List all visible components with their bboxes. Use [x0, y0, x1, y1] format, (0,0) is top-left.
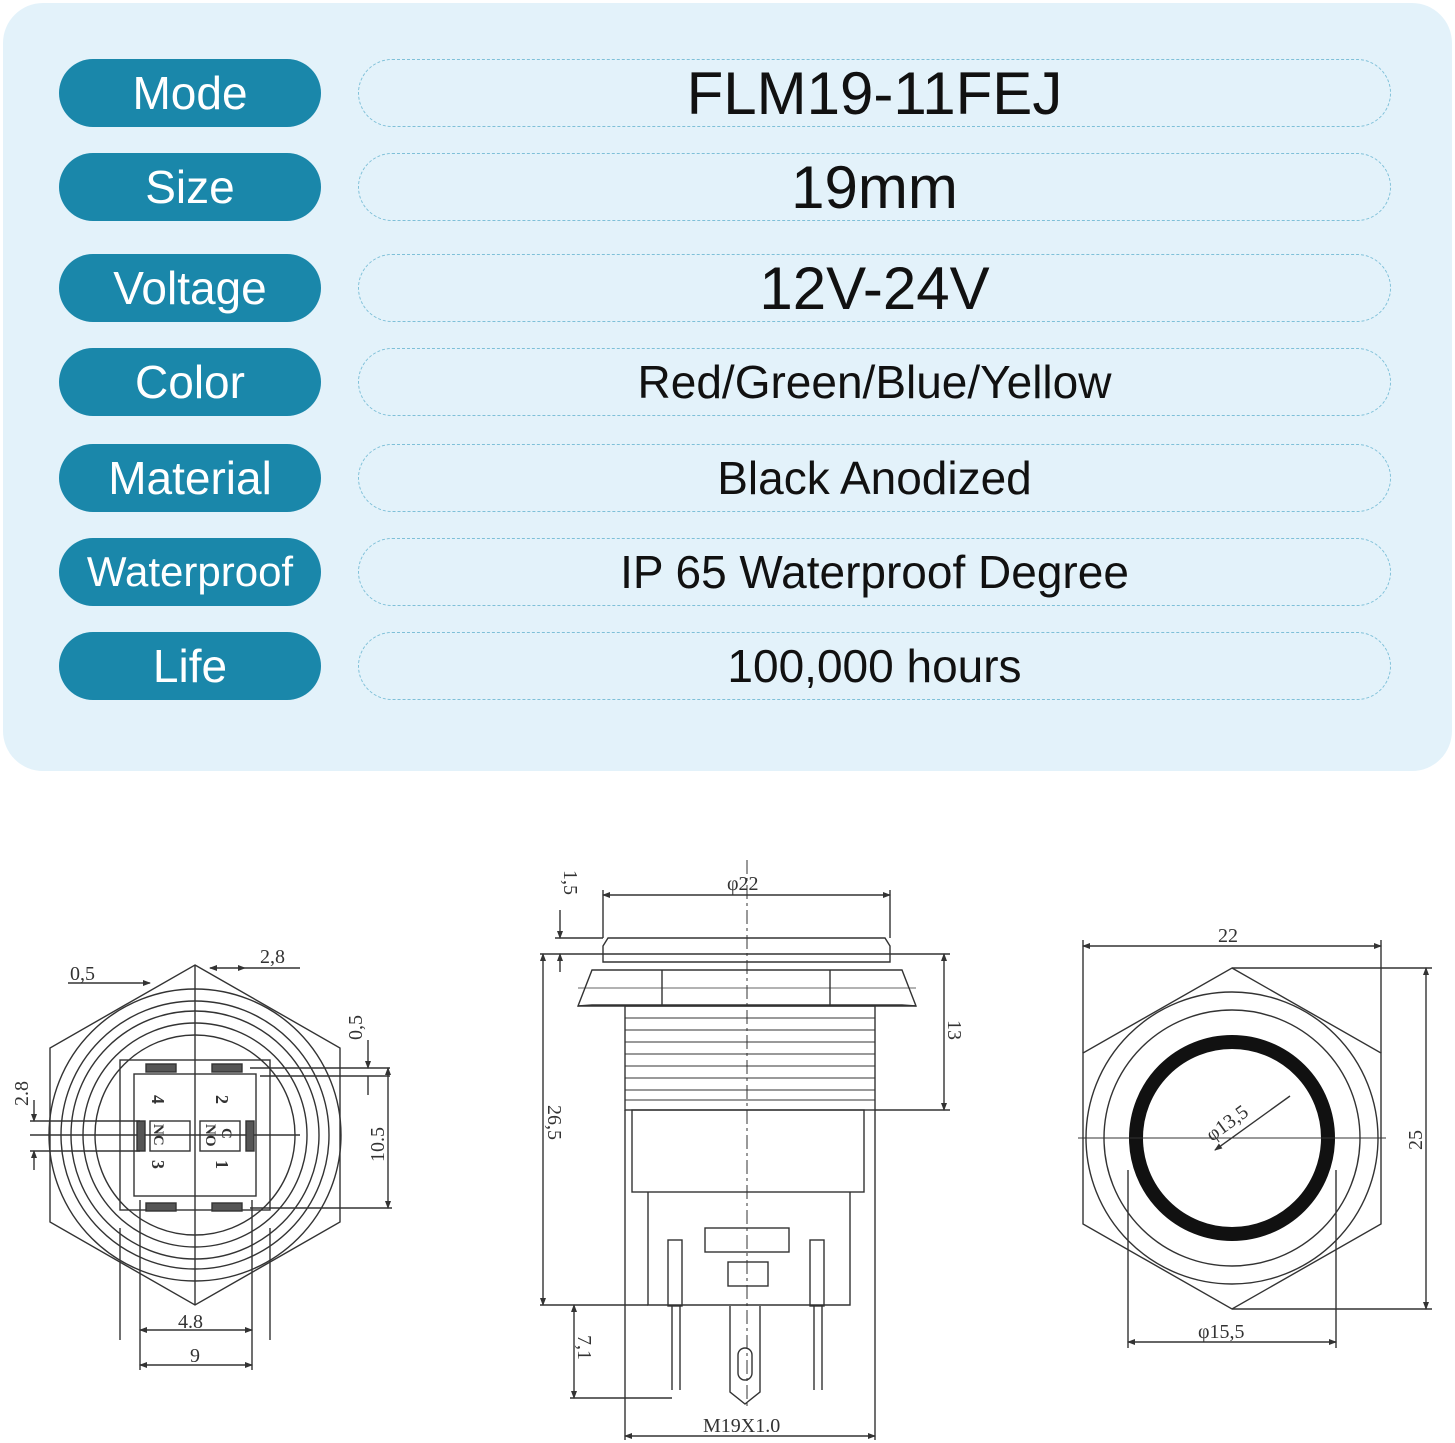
spec-value: Black Anodized	[358, 444, 1391, 512]
dim-label: 10.5	[367, 1127, 389, 1162]
spec-label: Material	[59, 444, 321, 512]
terminal-mark: NO	[202, 1124, 218, 1147]
spec-value: FLM19-11FEJ	[358, 59, 1391, 127]
spec-value: IP 65 Waterproof Degree	[358, 538, 1391, 606]
dim-label: 0,5	[345, 1015, 367, 1040]
dim-label: 0,5	[70, 963, 95, 985]
spec-label: Life	[59, 632, 321, 700]
spec-row-material: Material Black Anodized	[3, 444, 1452, 512]
dim-label: 1,5	[559, 870, 581, 895]
terminal-mark: 2	[212, 1095, 232, 1104]
dim-label: 2,8	[260, 946, 285, 968]
terminal-mark: NC	[150, 1124, 166, 1146]
spec-label: Size	[59, 153, 321, 221]
dim-label: 25	[1405, 1130, 1427, 1150]
spec-row-waterproof: Waterproof IP 65 Waterproof Degree	[3, 538, 1452, 606]
spec-label: Color	[59, 348, 321, 416]
dim-label: φ22	[727, 873, 759, 895]
dim-label: φ15,5	[1198, 1321, 1245, 1343]
spec-row-voltage: Voltage 12V-24V	[3, 254, 1452, 322]
technical-drawings: 0,5 2,8 0,5 2.8 10.5 4.8 9 4 2 NC NO C 3…	[11, 860, 1432, 1440]
dim-label: M19X1.0	[703, 1415, 780, 1437]
terminal-mark: 1	[212, 1160, 232, 1169]
dim-label: 22	[1218, 925, 1238, 947]
spec-panel: Mode FLM19-11FEJ Size 19mm Voltage 12V-2…	[3, 3, 1452, 771]
spec-row-color: Color Red/Green/Blue/Yellow	[3, 348, 1452, 416]
spec-row-life: Life 100,000 hours	[3, 632, 1452, 700]
dim-label: 4.8	[178, 1311, 203, 1333]
dim-label: 2.8	[11, 1081, 33, 1106]
spec-label: Voltage	[59, 254, 321, 322]
dim-label: 26,5	[543, 1105, 565, 1140]
spec-value: 19mm	[358, 153, 1391, 221]
spec-row-size: Size 19mm	[3, 153, 1452, 221]
terminal-mark: 4	[148, 1095, 168, 1104]
front-view-drawing	[1078, 940, 1432, 1348]
spec-row-mode: Mode FLM19-11FEJ	[3, 59, 1452, 127]
dim-label: 9	[190, 1345, 200, 1367]
dim-label: φ13,5	[1202, 1101, 1253, 1146]
terminal-mark: C	[218, 1128, 234, 1139]
dim-label: 7,1	[573, 1335, 595, 1360]
dim-label: 13	[943, 1020, 965, 1040]
spec-label: Waterproof	[59, 538, 321, 606]
side-view-drawing	[540, 860, 950, 1440]
terminal-mark: 3	[148, 1160, 168, 1169]
bottom-view-drawing	[30, 964, 392, 1370]
spec-value: Red/Green/Blue/Yellow	[358, 348, 1391, 416]
spec-label: Mode	[59, 59, 321, 127]
spec-value: 12V-24V	[358, 254, 1391, 322]
spec-value: 100,000 hours	[358, 632, 1391, 700]
